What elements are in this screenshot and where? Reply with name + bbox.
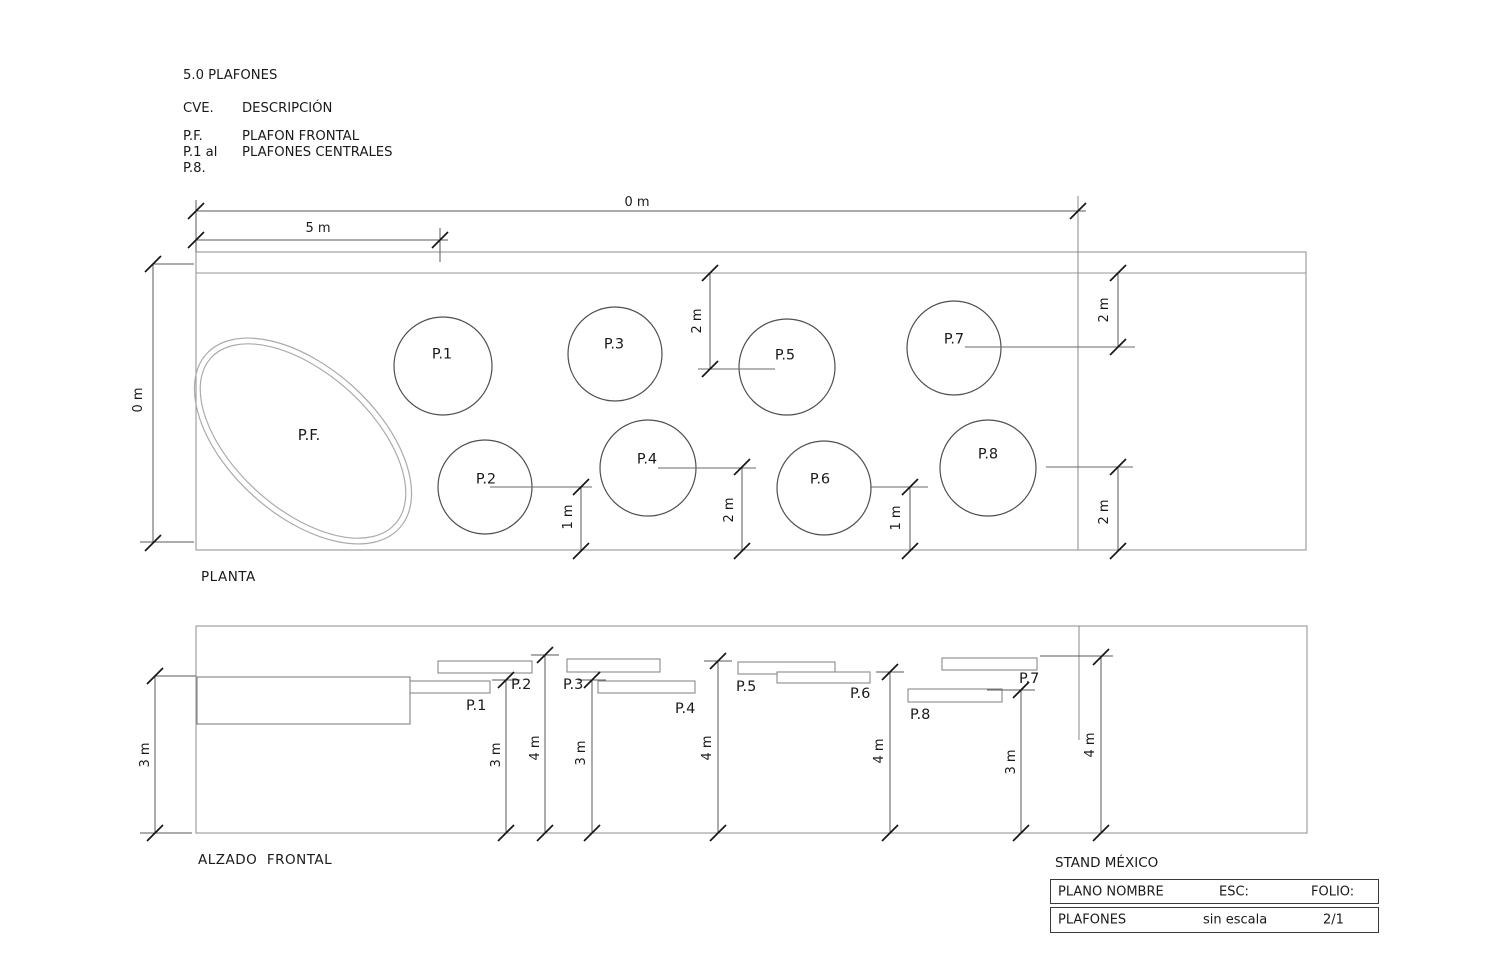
legend-key-header: CVE.: [183, 101, 214, 116]
plan-view: [140, 196, 1307, 560]
title-block-scale-value: sin escala: [1203, 912, 1268, 928]
elevation-bar-p6: [776, 671, 871, 684]
elevation-bar-p7: [941, 657, 1038, 671]
plan-view-title: PLANTA: [201, 569, 256, 585]
plan-panel-label-p1: P.1: [431, 346, 453, 363]
plan-panel-label-p8: P.8: [977, 446, 999, 463]
legend-desc-header: DESCRIPCIÓN: [242, 101, 333, 116]
plan-dim-left: [140, 263, 194, 543]
elevation-view-title: ALZADO FRONTAL: [198, 852, 333, 868]
plan-outline: [195, 251, 1307, 551]
plan-circle-p6: [776, 440, 872, 536]
plan-panel-label-p4: P.4: [636, 451, 658, 468]
elevation-panel-label-p1: P.1: [466, 698, 487, 714]
plan-dim-top-partial-label: 5 m: [305, 221, 331, 237]
plan-panel-circles: [393, 300, 1037, 536]
plan-front-panel-ellipse: [193, 337, 413, 545]
elevation-dim1-label: 3 m: [489, 742, 505, 768]
plan-dim-p2-bottom-label: 1 m: [561, 504, 577, 530]
project-title: STAND MÉXICO: [1055, 855, 1159, 871]
plan-circle-p1: [393, 316, 493, 416]
legend-row1-desc: PLAFON FRONTAL: [242, 129, 360, 144]
elevation-height-dims: [492, 654, 1113, 833]
elevation-panel-label-p5: P.5: [736, 679, 757, 695]
elevation-dim5-label: 4 m: [872, 738, 888, 764]
legend-row3-key: P.8.: [183, 161, 206, 176]
elevation-panel-label-p2: P.2: [511, 677, 532, 693]
plan-dim-p4-bottom-label: 2 m: [722, 497, 738, 523]
title-block-plan-name: PLAFONES: [1058, 912, 1127, 928]
elevation-dim4-label: 4 m: [700, 735, 716, 761]
elevation-dim-overall-label: 3 m: [138, 742, 154, 768]
plan-dim-top-partial: [196, 228, 448, 262]
plan-circle-p5: [738, 318, 836, 416]
elevation-dim7-label: 4 m: [1083, 732, 1099, 758]
section-title: 5.0 PLAFONES: [183, 68, 278, 83]
elevation-panel-label-p4: P.4: [675, 701, 696, 717]
plan-panel-label-p7: P.7: [943, 331, 965, 348]
plan-circle-p3: [567, 306, 663, 402]
plan-offset-dims: [580, 273, 1119, 551]
elevation-bar-p8: [907, 688, 1003, 703]
elevation-bar-p1: [409, 680, 491, 694]
plan-dim-p8-bottom-label: 2 m: [1097, 499, 1113, 525]
elevation-bar-p2: [437, 660, 533, 674]
title-block-folio-value: 2/1: [1323, 912, 1344, 928]
elevation-dim-overall: [140, 675, 196, 834]
elevation-bar-p4: [597, 680, 696, 694]
elevation-panel-label-p6: P.6: [850, 686, 871, 702]
elevation-bar-p3: [566, 658, 661, 673]
plan-circle-p8: [939, 419, 1037, 517]
plan-dim-top-total-label: 0 m: [624, 195, 650, 211]
plan-dim-p6-bottom-label: 1 m: [889, 505, 905, 531]
elevation-panel-label-p7: P.7: [1019, 671, 1040, 687]
elevation-dim2-label: 4 m: [528, 735, 544, 761]
elevation-dim6-label: 3 m: [1004, 749, 1020, 775]
elevation-dim3-label: 3 m: [574, 740, 590, 766]
elevation-panel-label-p3: P.3: [563, 677, 584, 693]
plan-dim-p7-top-label: 2 m: [1097, 297, 1113, 323]
title-block-header-row: PLANO NOMBRE ESC: FOLIO:: [1050, 879, 1379, 904]
plan-panel-label-p6: P.6: [809, 471, 831, 488]
elevation-front-panel: [196, 676, 411, 725]
title-block-folio-label: FOLIO:: [1311, 884, 1355, 899]
elevation-panel-bars: [409, 657, 1038, 703]
title-block-scale-label: ESC:: [1219, 884, 1249, 899]
plan-front-panel-label: P.F.: [297, 426, 321, 444]
plan-dim-p5-top-label: 2 m: [690, 308, 706, 334]
title-block-name-label: PLANO NOMBRE: [1058, 884, 1164, 899]
plan-panel-label-p2: P.2: [475, 471, 497, 488]
legend-row1-key: P.F.: [183, 129, 203, 144]
elevation-view: [140, 625, 1308, 842]
plan-leader-lines: [490, 346, 1135, 488]
elevation-panel-label-p8: P.8: [910, 707, 931, 723]
plan-panel-label-p5: P.5: [774, 347, 796, 364]
plan-dim-left-label: 0 m: [131, 387, 147, 413]
legend-row2-key: P.1 al: [183, 145, 218, 160]
plan-panel-label-p3: P.3: [603, 336, 625, 353]
plan-circle-p7: [906, 300, 1002, 396]
title-block-value-row: PLAFONES sin escala 2/1: [1050, 907, 1379, 933]
legend-row2-desc: PLAFONES CENTRALES: [242, 145, 393, 160]
plan-dim-top-total: [195, 200, 1086, 252]
elevation-outline: [195, 625, 1308, 834]
